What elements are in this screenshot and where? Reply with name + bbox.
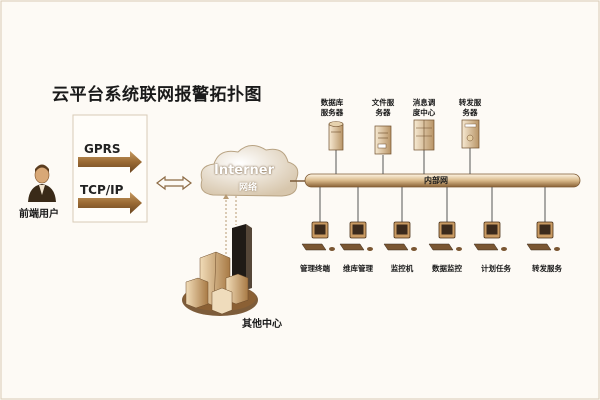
server-label-database: 数据库服务器 (320, 98, 344, 117)
internal-network-bus (304, 173, 581, 188)
tcpip-arrow (78, 192, 142, 214)
monitor-icon-3 (383, 221, 417, 251)
diagram-title: 云平台系统联网报警拓扑图 (52, 85, 262, 105)
message-center-server-icon (413, 119, 435, 151)
protocol-label-tcpip: TCP/IP (80, 183, 124, 197)
forwarding-server-icon (461, 119, 480, 149)
client-label-forwarding-service: 转发服务 (532, 264, 562, 273)
server-label-message-center: 消息调度中心 (412, 98, 436, 117)
double-arrow (156, 175, 192, 191)
client-label-scheduled-task: 计划任务 (481, 264, 511, 273)
bus-label: 内部网 (424, 176, 448, 185)
server-label-file: 文件服务器 (371, 98, 395, 117)
file-server-icon (374, 125, 392, 155)
client-label-maintenance: 维库管理 (343, 264, 373, 273)
database-server-icon (328, 121, 344, 151)
monitor-icon-2 (339, 221, 373, 251)
buildings-icon (182, 224, 258, 316)
monitor-icon-5 (473, 221, 507, 251)
dashed-arrowhead (223, 194, 229, 199)
server-drop-lines (335, 148, 471, 174)
client-label-monitor: 监控机 (390, 264, 414, 273)
client-computers (301, 221, 560, 251)
gprs-arrow (78, 151, 142, 173)
monitor-icon-1 (301, 221, 335, 251)
cloud-label-line2: 网络 (239, 183, 258, 193)
server-label-forwarding: 转发服务器 (458, 98, 482, 117)
user-label: 前端用户 (19, 209, 59, 220)
client-label-management-terminal: 管理终端 (300, 264, 330, 273)
monitor-icon-6 (526, 221, 560, 251)
internet-cloud-icon (200, 145, 299, 197)
user-icon (28, 164, 56, 202)
client-label-data-monitor: 数据监控 (432, 264, 462, 273)
other-center-label: 其他中心 (242, 319, 282, 330)
protocol-label-gprs: GPRS (84, 142, 121, 156)
monitor-icon-4 (428, 221, 462, 251)
cloud-label-line1: Interner (214, 163, 275, 178)
client-drop-lines (319, 187, 546, 228)
